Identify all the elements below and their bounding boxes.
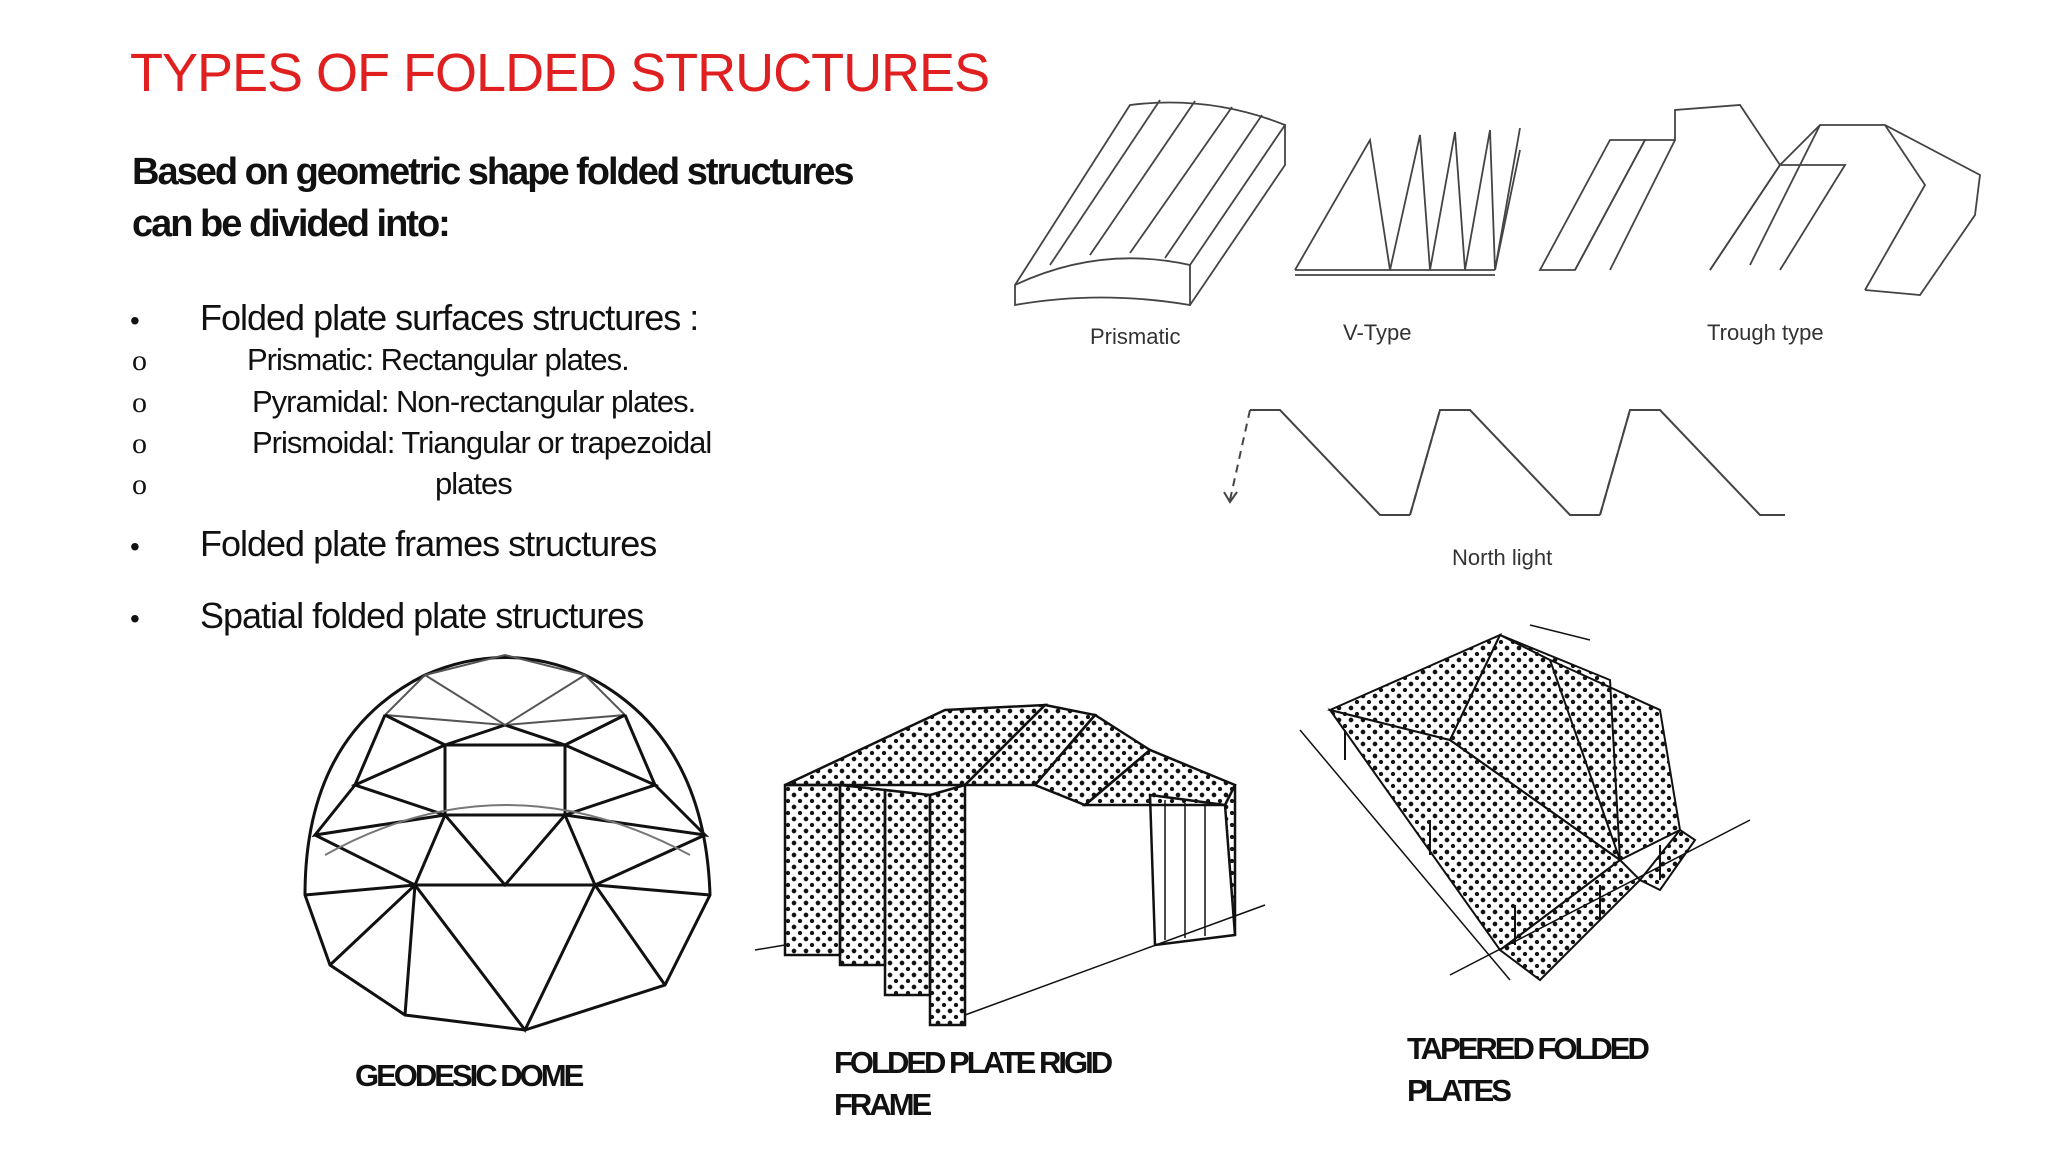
subitem-2-text: Pyramidal: Non-rectangular plates. — [252, 384, 696, 419]
bullet-mark: • — [130, 531, 140, 562]
prismatic-diagram — [1014, 99, 1287, 307]
subitem-3-text: Prismoidal: Triangular or trapezoidal — [252, 425, 712, 460]
label-vtype: V-Type — [1343, 320, 1412, 345]
trough-diagram — [1538, 104, 1981, 296]
caption-tapered: TAPERED FOLDED PLATES — [1407, 1028, 1650, 1112]
rigid-frame-illustration — [754, 703, 1266, 1027]
subitem-4: o plates — [132, 466, 513, 502]
vtype-diagram — [1294, 127, 1521, 276]
subitem-3: o Prismoidal: Triangular or trapezoidal — [132, 425, 712, 461]
caption-rigid-frame-line-1: FOLDED PLATE RIGID — [834, 1045, 1113, 1080]
intro-line-2: can be divided into: — [132, 203, 451, 245]
caption-rigid-frame: FOLDED PLATE RIGID FRAME — [834, 1042, 1113, 1126]
bullet-1-text: Folded plate surfaces structures : — [200, 297, 699, 338]
sub-mark: o — [132, 386, 147, 419]
caption-tapered-line-2: PLATES — [1407, 1073, 1512, 1108]
subitem-1-text: Prismatic: Rectangular plates. — [247, 342, 630, 377]
slide-title: TYPES OF FOLDED STRUCTURES — [130, 43, 990, 103]
northlight-diagram — [1223, 409, 1785, 516]
intro-text: Based on geometric shape folded structur… — [132, 146, 912, 250]
caption-geodesic: GEODESIC DOME — [355, 1058, 584, 1093]
subitem-1: o Prismatic: Rectangular plates. — [132, 342, 630, 378]
bullet-mark: • — [130, 603, 140, 634]
subitem-4-text: plates — [435, 466, 513, 501]
bullet-3-text: Spatial folded plate structures — [200, 595, 644, 636]
caption-tapered-line-1: TAPERED FOLDED — [1407, 1031, 1650, 1066]
label-prismatic: Prismatic — [1090, 324, 1181, 349]
caption-rigid-frame-line-2: FRAME — [834, 1087, 932, 1122]
bullet-2: • Folded plate frames structures — [130, 523, 657, 565]
geodesic-dome-illustration — [303, 653, 712, 1033]
bullet-3: • Spatial folded plate structures — [130, 595, 644, 637]
subitem-2: o Pyramidal: Non-rectangular plates. — [132, 384, 696, 420]
sub-mark: o — [132, 468, 147, 501]
tapered-plates-illustration — [1299, 624, 1751, 982]
intro-line-1: Based on geometric shape folded structur… — [132, 151, 855, 193]
sub-mark: o — [132, 344, 147, 377]
sub-mark: o — [132, 427, 147, 460]
bullet-1: • Folded plate surfaces structures : — [130, 297, 699, 339]
label-trough: Trough type — [1707, 320, 1824, 345]
bullet-2-text: Folded plate frames structures — [200, 523, 657, 564]
bullet-mark: • — [130, 305, 140, 336]
label-north-light: North light — [1452, 545, 1553, 570]
